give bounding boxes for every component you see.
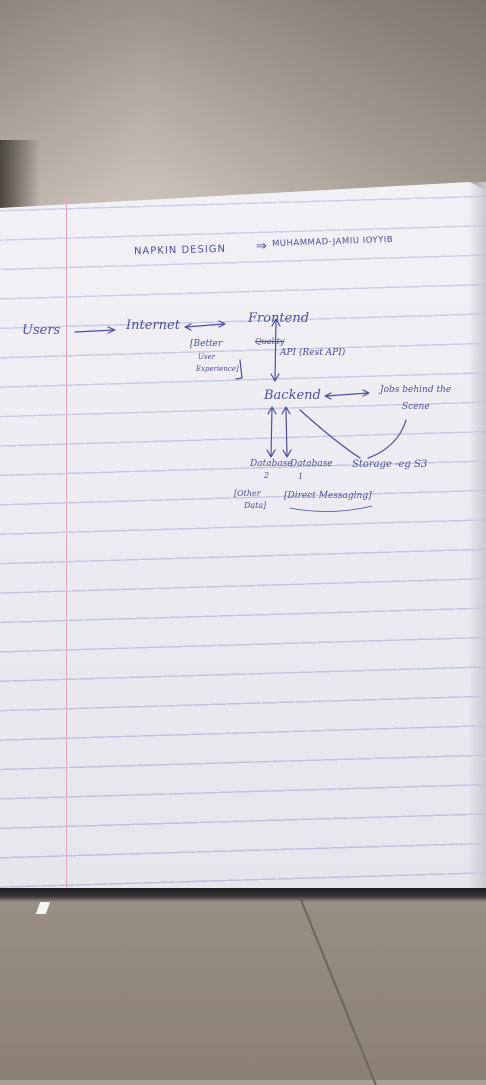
title-arrow: ⇒ — [256, 239, 268, 254]
page-edge-curl — [468, 182, 486, 892]
frontend-struck-word: Quality — [255, 337, 285, 346]
users-internet-arrow — [74, 329, 115, 333]
api-label: API (Rest API) — [280, 348, 346, 358]
other-data-line2: Data] — [244, 501, 267, 510]
other-data-line1: [Other — [234, 489, 261, 498]
storage-label: Storage -eg S3 — [352, 459, 428, 470]
database-1-label: Database — [290, 459, 333, 469]
table-shadow — [0, 0, 486, 200]
backend-storage-line — [299, 409, 361, 459]
backend-jobs-arrow — [325, 392, 369, 397]
jobs-line1: Jobs behind the — [380, 385, 452, 395]
table-surface-bottom — [0, 890, 486, 1080]
database-2-number: 2 — [264, 471, 270, 480]
better-ux-line2: User — [198, 353, 215, 361]
direct-messaging-underline — [289, 505, 373, 512]
internet-label: Internet — [126, 318, 180, 333]
backend-database1-arrow — [285, 407, 288, 457]
database-1-number: 1 — [298, 472, 304, 481]
frontend-label: Frontend — [248, 311, 310, 326]
notebook-bottom-edge — [0, 888, 486, 902]
backend-database2-arrow — [270, 407, 273, 457]
internet-frontend-arrow — [185, 323, 225, 328]
jobs-line2: Scene — [402, 402, 430, 412]
better-ux-line3: Experience] — [196, 365, 239, 373]
better-ux-bracket — [235, 359, 243, 380]
jobs-storage-line — [367, 419, 407, 459]
notebook-page — [0, 182, 486, 892]
better-ux-line1: [Better — [190, 339, 223, 349]
database-2-label: Database — [250, 459, 293, 469]
users-label: Users — [22, 323, 61, 338]
margin-line — [66, 200, 68, 890]
backend-label: Backend — [264, 388, 321, 403]
direct-messaging-label: [Direct Messaging] — [284, 491, 372, 501]
frontend-backend-arrow — [274, 319, 277, 381]
users-internet-arrowhead — [107, 326, 116, 334]
